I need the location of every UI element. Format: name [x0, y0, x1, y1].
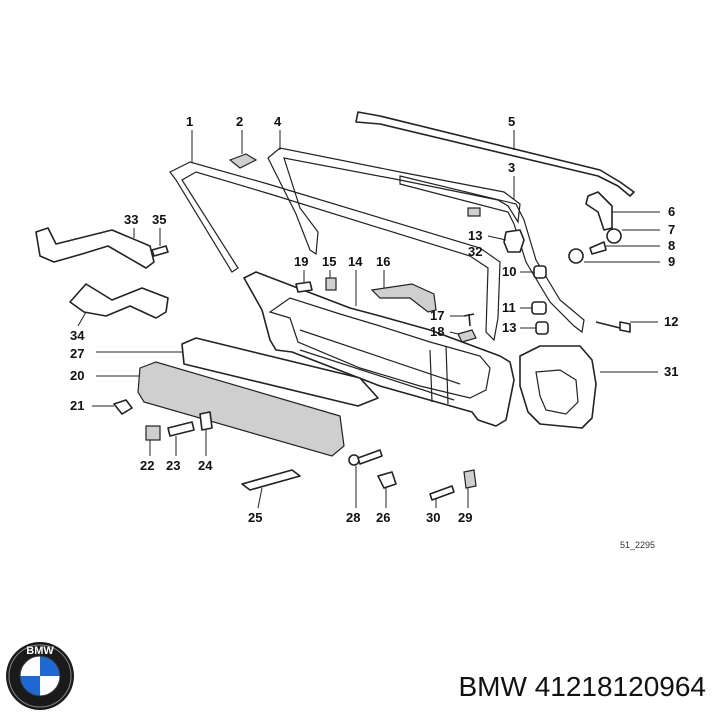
part-33-trim-bracket	[35, 227, 155, 269]
callout-26: 26	[376, 510, 390, 525]
callout-10: 10	[502, 264, 516, 279]
callout-21: 21	[70, 398, 84, 413]
callout-33: 33	[124, 212, 138, 227]
drawing-reference: 51_2295	[620, 540, 655, 550]
part-27-seal-pad	[181, 337, 379, 407]
callout-7: 7	[668, 222, 675, 237]
callout-4: 4	[274, 114, 282, 129]
part-12-screw	[595, 321, 631, 333]
part-35-screw	[151, 245, 169, 257]
callout-18: 18	[430, 324, 444, 339]
callout-30: 30	[426, 510, 440, 525]
callout-20: 20	[70, 368, 84, 383]
leader-lines	[77, 130, 660, 509]
part-13-clip-upper	[467, 207, 481, 217]
callout-1: 1	[186, 114, 193, 129]
callout-3: 3	[508, 160, 515, 175]
part-7-washer	[606, 228, 622, 244]
part-1-outer-seal-frame	[169, 161, 501, 342]
callout-9: 9	[668, 254, 675, 269]
part-5-roof-molding	[355, 111, 635, 197]
callout-5: 5	[508, 114, 515, 129]
part-10-grommet	[533, 265, 547, 279]
callout-6: 6	[668, 204, 675, 219]
part-28-screw-head	[348, 454, 360, 466]
callout-13-lower: 13	[502, 320, 516, 335]
callout-13-upper: 13	[468, 228, 482, 243]
callout-27: 27	[70, 346, 84, 361]
callout-12: 12	[664, 314, 678, 329]
part-9-bumper	[568, 248, 584, 264]
callout-15: 15	[322, 254, 336, 269]
part-16-handle-moulding	[370, 283, 437, 313]
callout-23: 23	[166, 458, 180, 473]
part-31-lock-cover	[519, 345, 597, 429]
callout-2: 2	[236, 114, 243, 129]
callout-35: 35	[152, 212, 166, 227]
bmw-logo: BMW	[6, 642, 74, 710]
part-4-inner-seal-frame	[267, 147, 521, 256]
part-13-clip-lower	[535, 321, 549, 335]
part-26-grommet	[377, 471, 397, 489]
callout-19: 19	[294, 254, 308, 269]
callout-31: 31	[664, 364, 678, 379]
part-34-trim-bracket	[69, 283, 169, 319]
callout-24: 24	[198, 458, 213, 473]
callout-labels: 1 2 4 5 3 33 35 6 7 8 9 13 32 10 19 15 1…	[70, 114, 678, 525]
part-17-screw	[463, 313, 475, 327]
part-18-clip	[457, 329, 477, 343]
part-19-pin	[295, 281, 313, 293]
part-14-panel-inner-detail	[268, 297, 491, 399]
part-28-screw	[357, 449, 383, 465]
callout-34: 34	[70, 328, 85, 343]
part-15-clip	[325, 277, 337, 291]
part-20-trim-panel	[137, 361, 345, 457]
callout-16: 16	[376, 254, 390, 269]
part-30-screw	[429, 485, 455, 501]
part-14-panel-rails	[299, 329, 461, 405]
callout-29: 29	[458, 510, 472, 525]
part-32-clip	[503, 229, 525, 253]
callout-11: 11	[502, 300, 516, 315]
callout-32: 32	[468, 244, 482, 259]
part-22-pad	[145, 425, 161, 441]
part-number-caption: BMW 41218120964	[458, 671, 706, 702]
part-29-clip	[463, 469, 477, 489]
part-24-clip	[199, 411, 213, 431]
callout-8: 8	[668, 238, 675, 253]
part-2-clip	[228, 153, 258, 169]
part-6-hinge-bracket	[585, 191, 613, 231]
part-14-tailgate-panel	[243, 271, 515, 427]
part-11-grommet	[531, 301, 547, 315]
part-23-screw	[167, 421, 195, 437]
part-21-plug	[113, 399, 133, 415]
part-31-lock-detail	[535, 369, 579, 415]
callout-25: 25	[248, 510, 262, 525]
part-3-side-seal	[399, 175, 585, 334]
callout-28: 28	[346, 510, 360, 525]
bmw-logo-letters: BMW	[26, 645, 54, 657]
callout-14: 14	[348, 254, 363, 269]
part-8-bolt	[589, 241, 607, 255]
part-25-strap	[241, 469, 301, 491]
callout-17: 17	[430, 308, 444, 323]
callout-22: 22	[140, 458, 154, 473]
